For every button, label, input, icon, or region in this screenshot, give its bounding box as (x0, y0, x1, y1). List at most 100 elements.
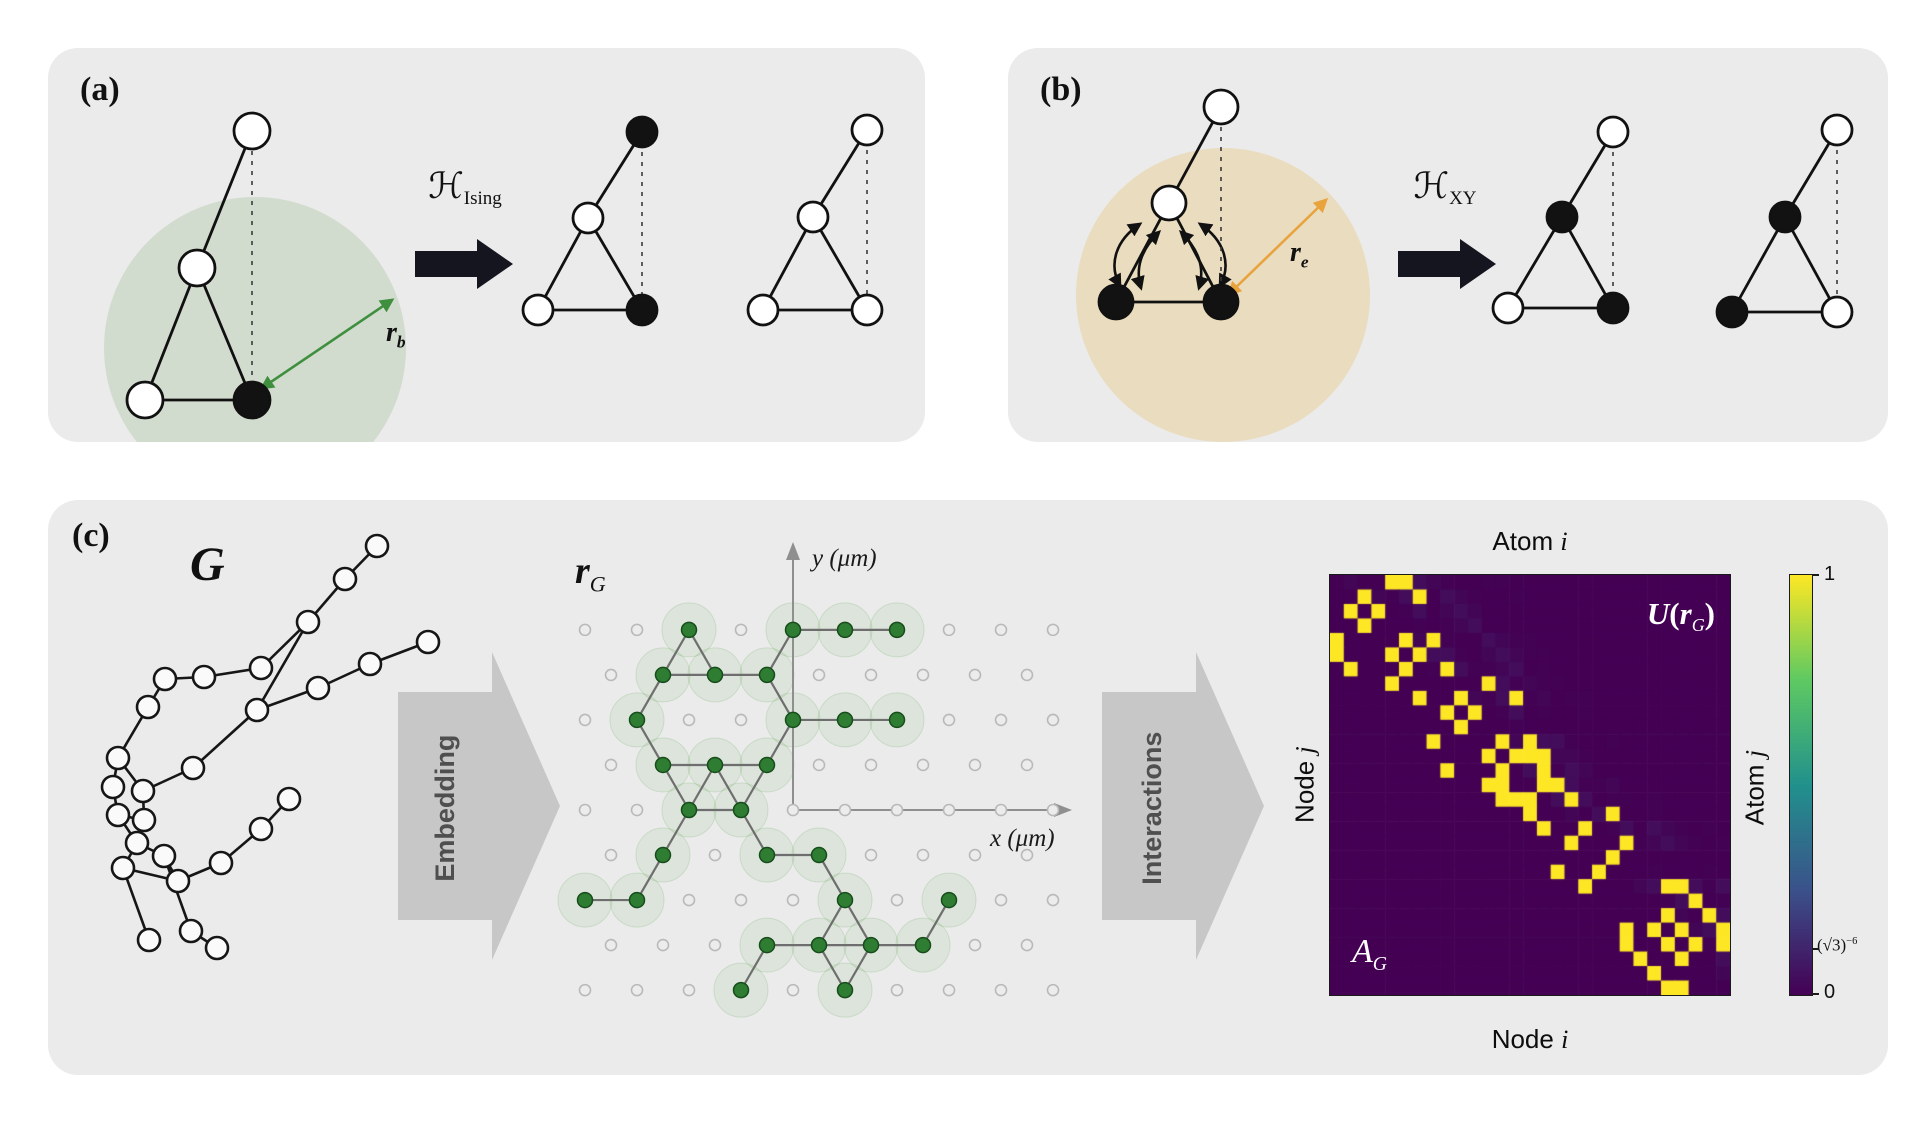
panel-a (48, 48, 925, 442)
lattice-edge (662, 764, 690, 811)
exchange-radius-label: re (1290, 237, 1309, 272)
lattice-atom (576, 891, 594, 909)
hamiltonian-ising-subscript: Ising (463, 188, 502, 209)
lattice-edge (818, 899, 846, 946)
freeform-graph (100, 533, 441, 961)
graph-node (130, 778, 156, 804)
lattice-edge (714, 764, 742, 811)
graph-edge (1783, 216, 1839, 313)
blockade-radius-arrow (259, 298, 395, 390)
lattice-edge (766, 674, 794, 721)
adjacency-matrix-label: AG (1352, 933, 1388, 975)
colorbar (1789, 574, 1813, 996)
graph-edge (1506, 216, 1564, 309)
graph-node-white (1596, 115, 1630, 149)
lattice-edge (766, 629, 794, 676)
graph-node-black (625, 115, 659, 149)
panel-a-graphics (104, 111, 884, 442)
lattice-empty-site (786, 983, 800, 997)
lattice-edge (688, 629, 716, 676)
graph-node-white (521, 293, 555, 327)
graph-edge (811, 129, 869, 218)
lattice-edge (818, 854, 846, 901)
lattice-empty-site (734, 893, 748, 907)
lattice-edge (818, 944, 846, 991)
lattice-empty-site (630, 983, 644, 997)
lattice-empty-site (916, 758, 930, 772)
lattice-empty-site (968, 758, 982, 772)
graph-result2-a (746, 113, 884, 327)
colorbar-max-tick: 1 (1824, 563, 1836, 585)
lattice-atom (836, 981, 854, 999)
lattice-atom (862, 936, 880, 954)
lattice-atom (810, 936, 828, 954)
lattice-empty-site (734, 713, 748, 727)
panel-b-label: (b) (1040, 71, 1082, 108)
lattice-edge (740, 944, 768, 991)
lattice-empty-site (682, 713, 696, 727)
graph-node (305, 675, 331, 701)
colorbar-min-tick: 0 (1824, 981, 1836, 1003)
graph-node-black (1596, 291, 1630, 325)
graph-node-white (850, 113, 884, 147)
graph-edge (162, 855, 193, 932)
lattice-empty-site (916, 668, 930, 682)
graph-source-a (125, 111, 272, 420)
exchange-arrow (1130, 229, 1162, 291)
lattice-empty-site (786, 893, 800, 907)
lattice-atom (628, 891, 646, 909)
hamiltonian-xy-subscript: XY (1449, 188, 1477, 209)
graph-result2-b (1715, 113, 1854, 329)
graph-node-black (232, 380, 272, 420)
lattice-empty-site (942, 803, 956, 817)
lattice-empty-site (994, 983, 1008, 997)
lattice-empty-site (968, 938, 982, 952)
graph-node (357, 651, 383, 677)
graph-node-white (125, 380, 165, 420)
lattice-empty-site (864, 668, 878, 682)
graph-edge (1167, 202, 1223, 303)
lattice-atoms (576, 621, 958, 999)
xy-arrow-icon (1398, 239, 1496, 289)
lattice-empty-site (968, 848, 982, 862)
ising-arrow-icon (415, 239, 513, 289)
lattice-empty-site (890, 893, 904, 907)
lattice-edge (662, 629, 690, 676)
blockade-radius-label: rb (386, 317, 406, 352)
graph-node (204, 935, 230, 961)
graph-edge (1560, 216, 1615, 309)
lattice-edges (585, 628, 950, 991)
graph-node (100, 774, 126, 800)
lattice-empty-site (1020, 848, 1034, 862)
lattice-empty-site (786, 803, 800, 817)
exchange-radius-arrow (1226, 198, 1329, 296)
lattice-empty-site (890, 983, 904, 997)
lattice-empty-site (942, 623, 956, 637)
graph-node (105, 802, 131, 828)
lattice-empty-site (942, 983, 956, 997)
lattice-atom (784, 621, 802, 639)
lattice-atom (680, 621, 698, 639)
lattice-empty-site (656, 938, 670, 952)
lattice-empty-site (578, 983, 592, 997)
panel-c (48, 500, 1888, 1075)
interactions-arrow-icon (1102, 652, 1264, 960)
interaction-heatmap (1329, 574, 1731, 996)
lattice-empty-sites (578, 623, 1060, 997)
graph-edge (195, 130, 254, 269)
lattice-empty-site (864, 848, 878, 862)
lattice-empty-site (604, 668, 618, 682)
graph-edge (586, 217, 644, 311)
graph-node (180, 755, 206, 781)
graph-node-black (1202, 283, 1240, 321)
panel-c-label: (c) (72, 517, 110, 554)
lattice-atom (758, 666, 776, 684)
graph-edge (121, 867, 151, 941)
script-H-symbol: ℋ (428, 166, 464, 207)
graph-node (178, 918, 204, 944)
graph-node (110, 855, 136, 881)
lattice-empty-site (994, 623, 1008, 637)
embedding-arrow-label: Embedding (429, 734, 460, 882)
lattice-empty-site (994, 893, 1008, 907)
